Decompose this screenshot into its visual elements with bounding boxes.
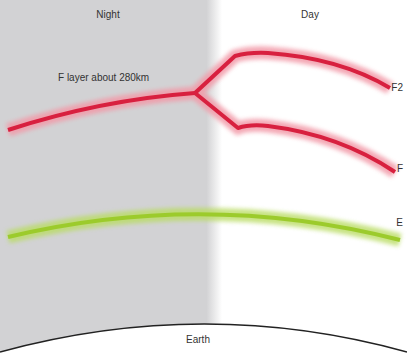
earth-surface [0,324,407,356]
e-layer [8,214,400,240]
layer-label: E [396,217,403,228]
night-region [0,0,222,356]
earth-outline [0,324,407,352]
layer-label: F [397,163,403,174]
region-label: Day [301,9,319,20]
layer-label: F2 [391,82,403,93]
earth-label: Earth [186,334,210,345]
f-layers [8,53,395,172]
region-label: Night [96,9,119,20]
layer-label: F layer about 280km [58,72,149,83]
